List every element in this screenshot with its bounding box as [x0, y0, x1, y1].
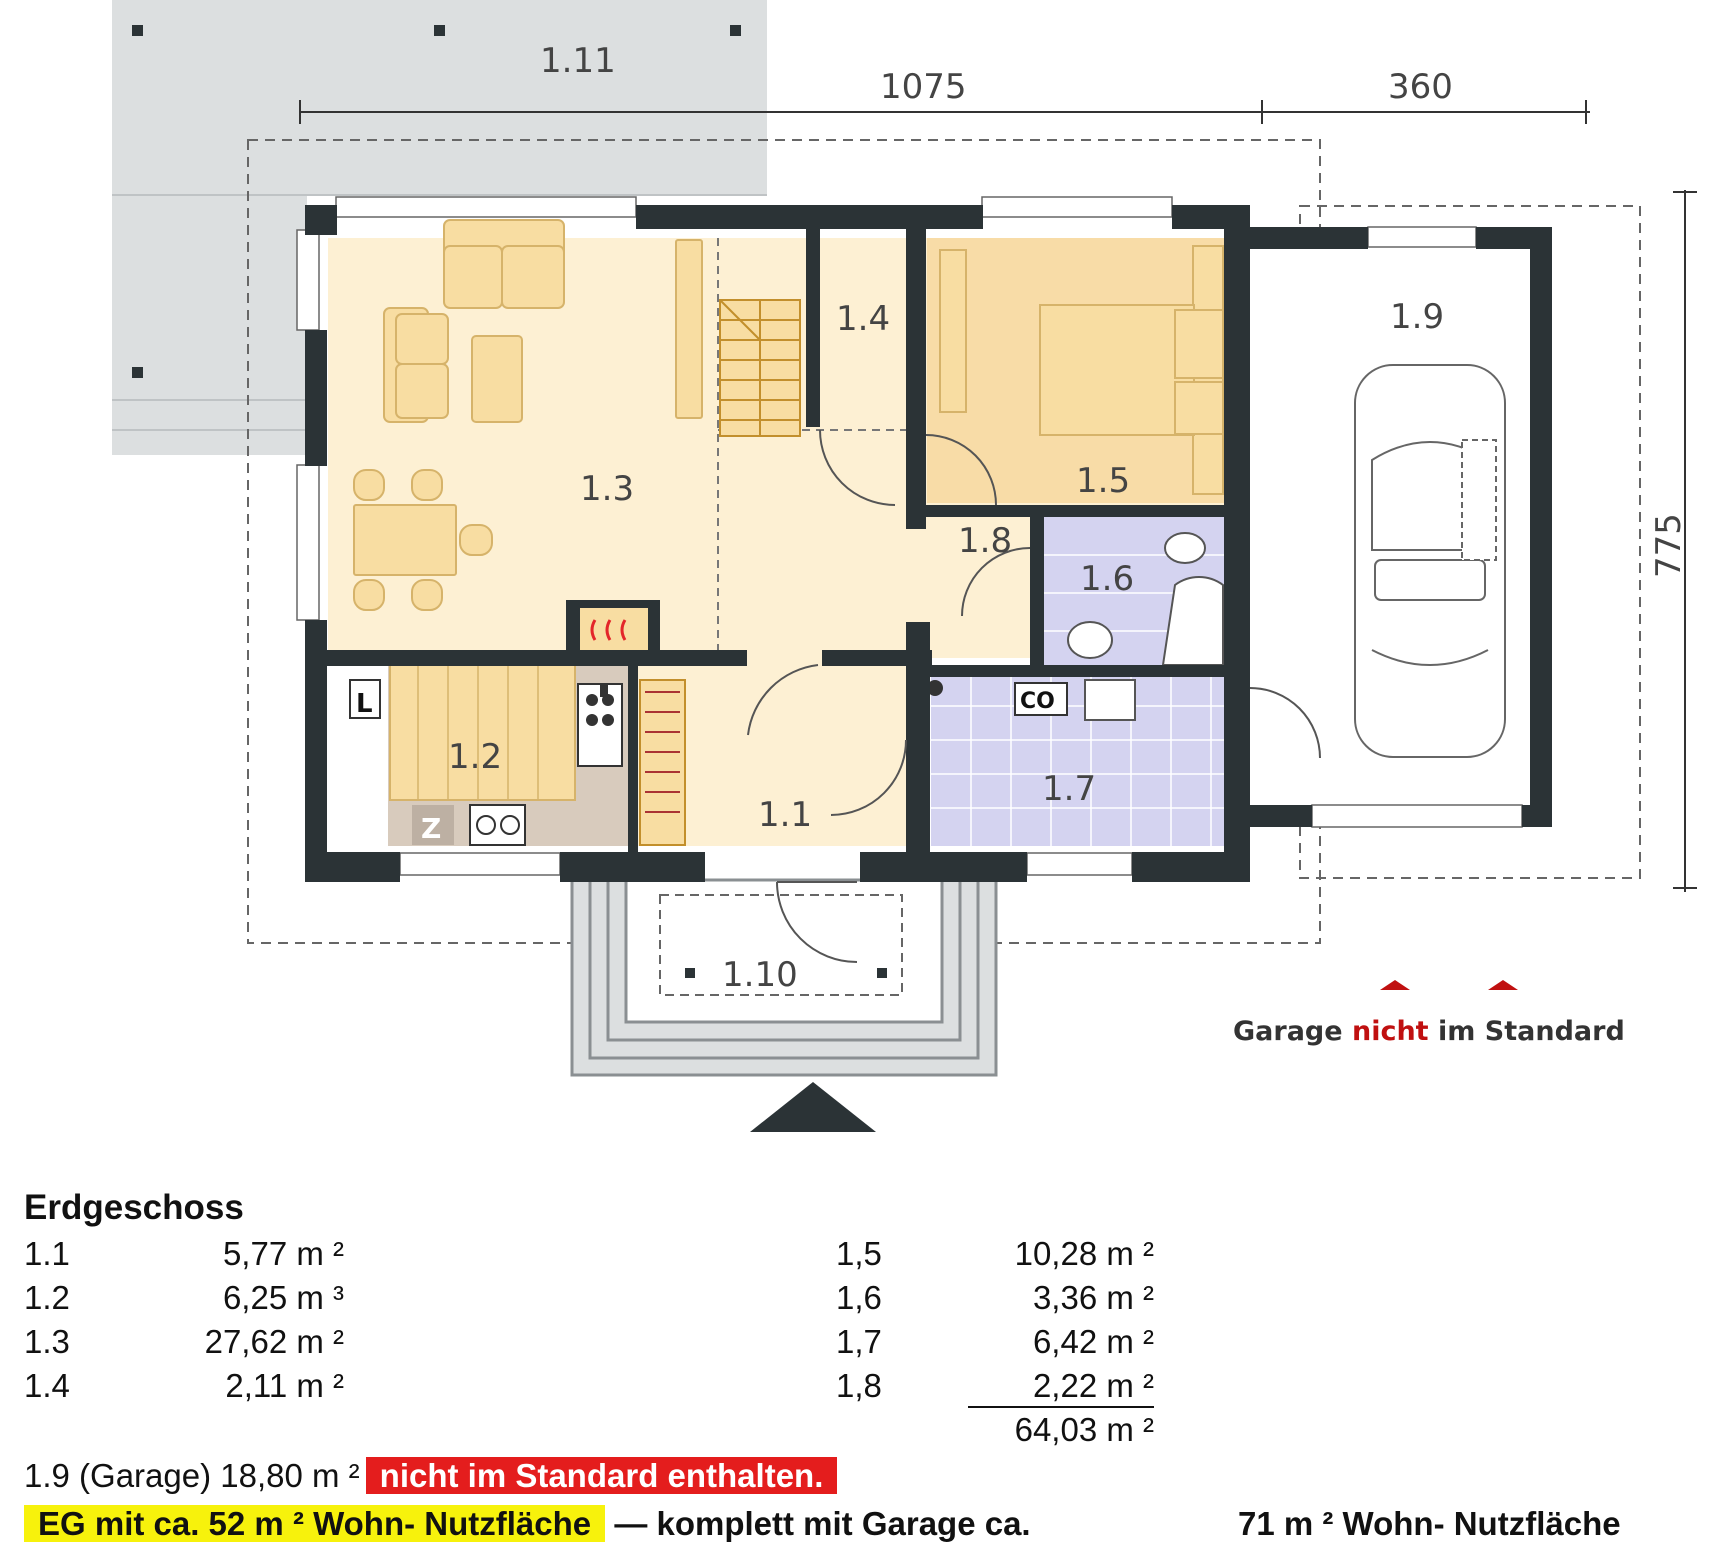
- dimension-width: 1075: [880, 67, 967, 107]
- floor-title: Erdgeschoss: [24, 1188, 244, 1227]
- wardrobe: [639, 679, 686, 846]
- area-row: 1.1 5,77 m ²: [24, 1232, 344, 1276]
- room-label-1-2: 1.2: [448, 737, 502, 777]
- room-label-1-3: 1.3: [580, 469, 634, 509]
- room-label-1-9: 1.9: [1390, 297, 1444, 337]
- bath-fixtures: [1067, 532, 1224, 721]
- fireplace: [566, 600, 660, 658]
- sum-underline: [968, 1406, 1154, 1408]
- door-swings: [747, 429, 1321, 963]
- windows: [296, 196, 1523, 876]
- furniture: [353, 219, 1224, 801]
- area-value: 10,28 m ²: [1014, 1235, 1154, 1272]
- room-label-1-6: 1.6: [1080, 559, 1134, 599]
- eg-area-badge: EG mit ca. 52 m ² Wohn- Nutzfläche: [24, 1505, 606, 1542]
- floor-plan: L Z CO 1.11 1.3 1.4 1.5 1.6 1.8 1.7 1.2 …: [112, 0, 1697, 1132]
- dimension-lines: [299, 100, 1697, 892]
- area-room-number: 1.1: [24, 1235, 70, 1272]
- dimension-depth: 775: [1649, 513, 1689, 578]
- room-fills: [328, 238, 1548, 846]
- area-total: 64,03 m ²: [1014, 1411, 1154, 1448]
- area-value: 3,36 m ²: [1032, 1279, 1154, 1316]
- car: [1354, 364, 1506, 758]
- summary-middle: — komplett mit Garage ca.: [614, 1505, 1031, 1542]
- room-label-1-5: 1.5: [1076, 461, 1130, 501]
- room-label-1-7: 1.7: [1042, 769, 1096, 809]
- summary-line: EG mit ca. 52 m ² Wohn- Nutzfläche — kom…: [24, 1500, 1704, 1548]
- entrance-steps: [570, 878, 998, 1077]
- area-row: 1.2 6,25 m ³: [24, 1276, 344, 1320]
- marker-triangle: [1488, 980, 1518, 990]
- area-room-number: 1.3: [24, 1323, 70, 1360]
- entrance-arrow: [750, 1082, 876, 1132]
- room-label-1-10: 1.10: [722, 955, 798, 995]
- fridge-label: Z: [421, 812, 441, 845]
- area-row: 1.3 27,62 m ²: [24, 1320, 344, 1364]
- area-row: 1,7 6,42 m ²: [836, 1320, 1154, 1364]
- area-total-row: 64,03 m ²: [836, 1408, 1154, 1452]
- walls: [305, 205, 1552, 882]
- area-room-number: 1.2: [24, 1279, 70, 1316]
- laundry-label: L: [356, 689, 373, 719]
- kitchen-stripes: [417, 658, 539, 800]
- summary-total: 71 m ² Wohn- Nutzfläche: [1238, 1505, 1621, 1542]
- area-value: 5,77 m ²: [222, 1235, 344, 1272]
- area-value: 2,22 m ²: [1032, 1367, 1154, 1404]
- area-room-number: 1,6: [836, 1279, 882, 1316]
- area-room-number: 1,5: [836, 1235, 882, 1272]
- area-row: 1,8 2,22 m ²: [836, 1364, 1154, 1408]
- room-label-1-1: 1.1: [758, 795, 812, 835]
- garage-note: Garage nicht im Standard: [1233, 1016, 1625, 1047]
- marker-triangle: [1380, 980, 1410, 990]
- area-row: 1,5 10,28 m ²: [836, 1232, 1154, 1276]
- area-row: 1,6 3,36 m ²: [836, 1276, 1154, 1320]
- room-label-1-11: 1.11: [540, 41, 616, 81]
- area-value: 2,11 m ²: [225, 1367, 344, 1404]
- kitchen-appliances: [469, 680, 943, 846]
- room-label-1-8: 1.8: [958, 521, 1012, 561]
- not-included-badge: nicht im Standard enthalten.: [365, 1457, 838, 1494]
- dimension-garage-width: 360: [1388, 67, 1453, 107]
- terrace-1-11: [112, 0, 767, 455]
- garage-area-text: 1.9 (Garage) 18,80 m ²: [24, 1457, 360, 1494]
- area-value: 27,62 m ²: [204, 1323, 344, 1360]
- room-label-1-4: 1.4: [836, 299, 890, 339]
- toilet-label: CO: [1020, 689, 1055, 714]
- area-value: 6,42 m ²: [1032, 1323, 1154, 1360]
- area-room-number: 1,8: [836, 1367, 882, 1404]
- area-row: 1.4 2,11 m ²: [24, 1364, 344, 1408]
- area-room-number: 1.4: [24, 1367, 70, 1404]
- area-value: 6,25 m ³: [222, 1279, 344, 1316]
- area-room-number: 1,7: [836, 1323, 882, 1360]
- staircase: [719, 299, 801, 437]
